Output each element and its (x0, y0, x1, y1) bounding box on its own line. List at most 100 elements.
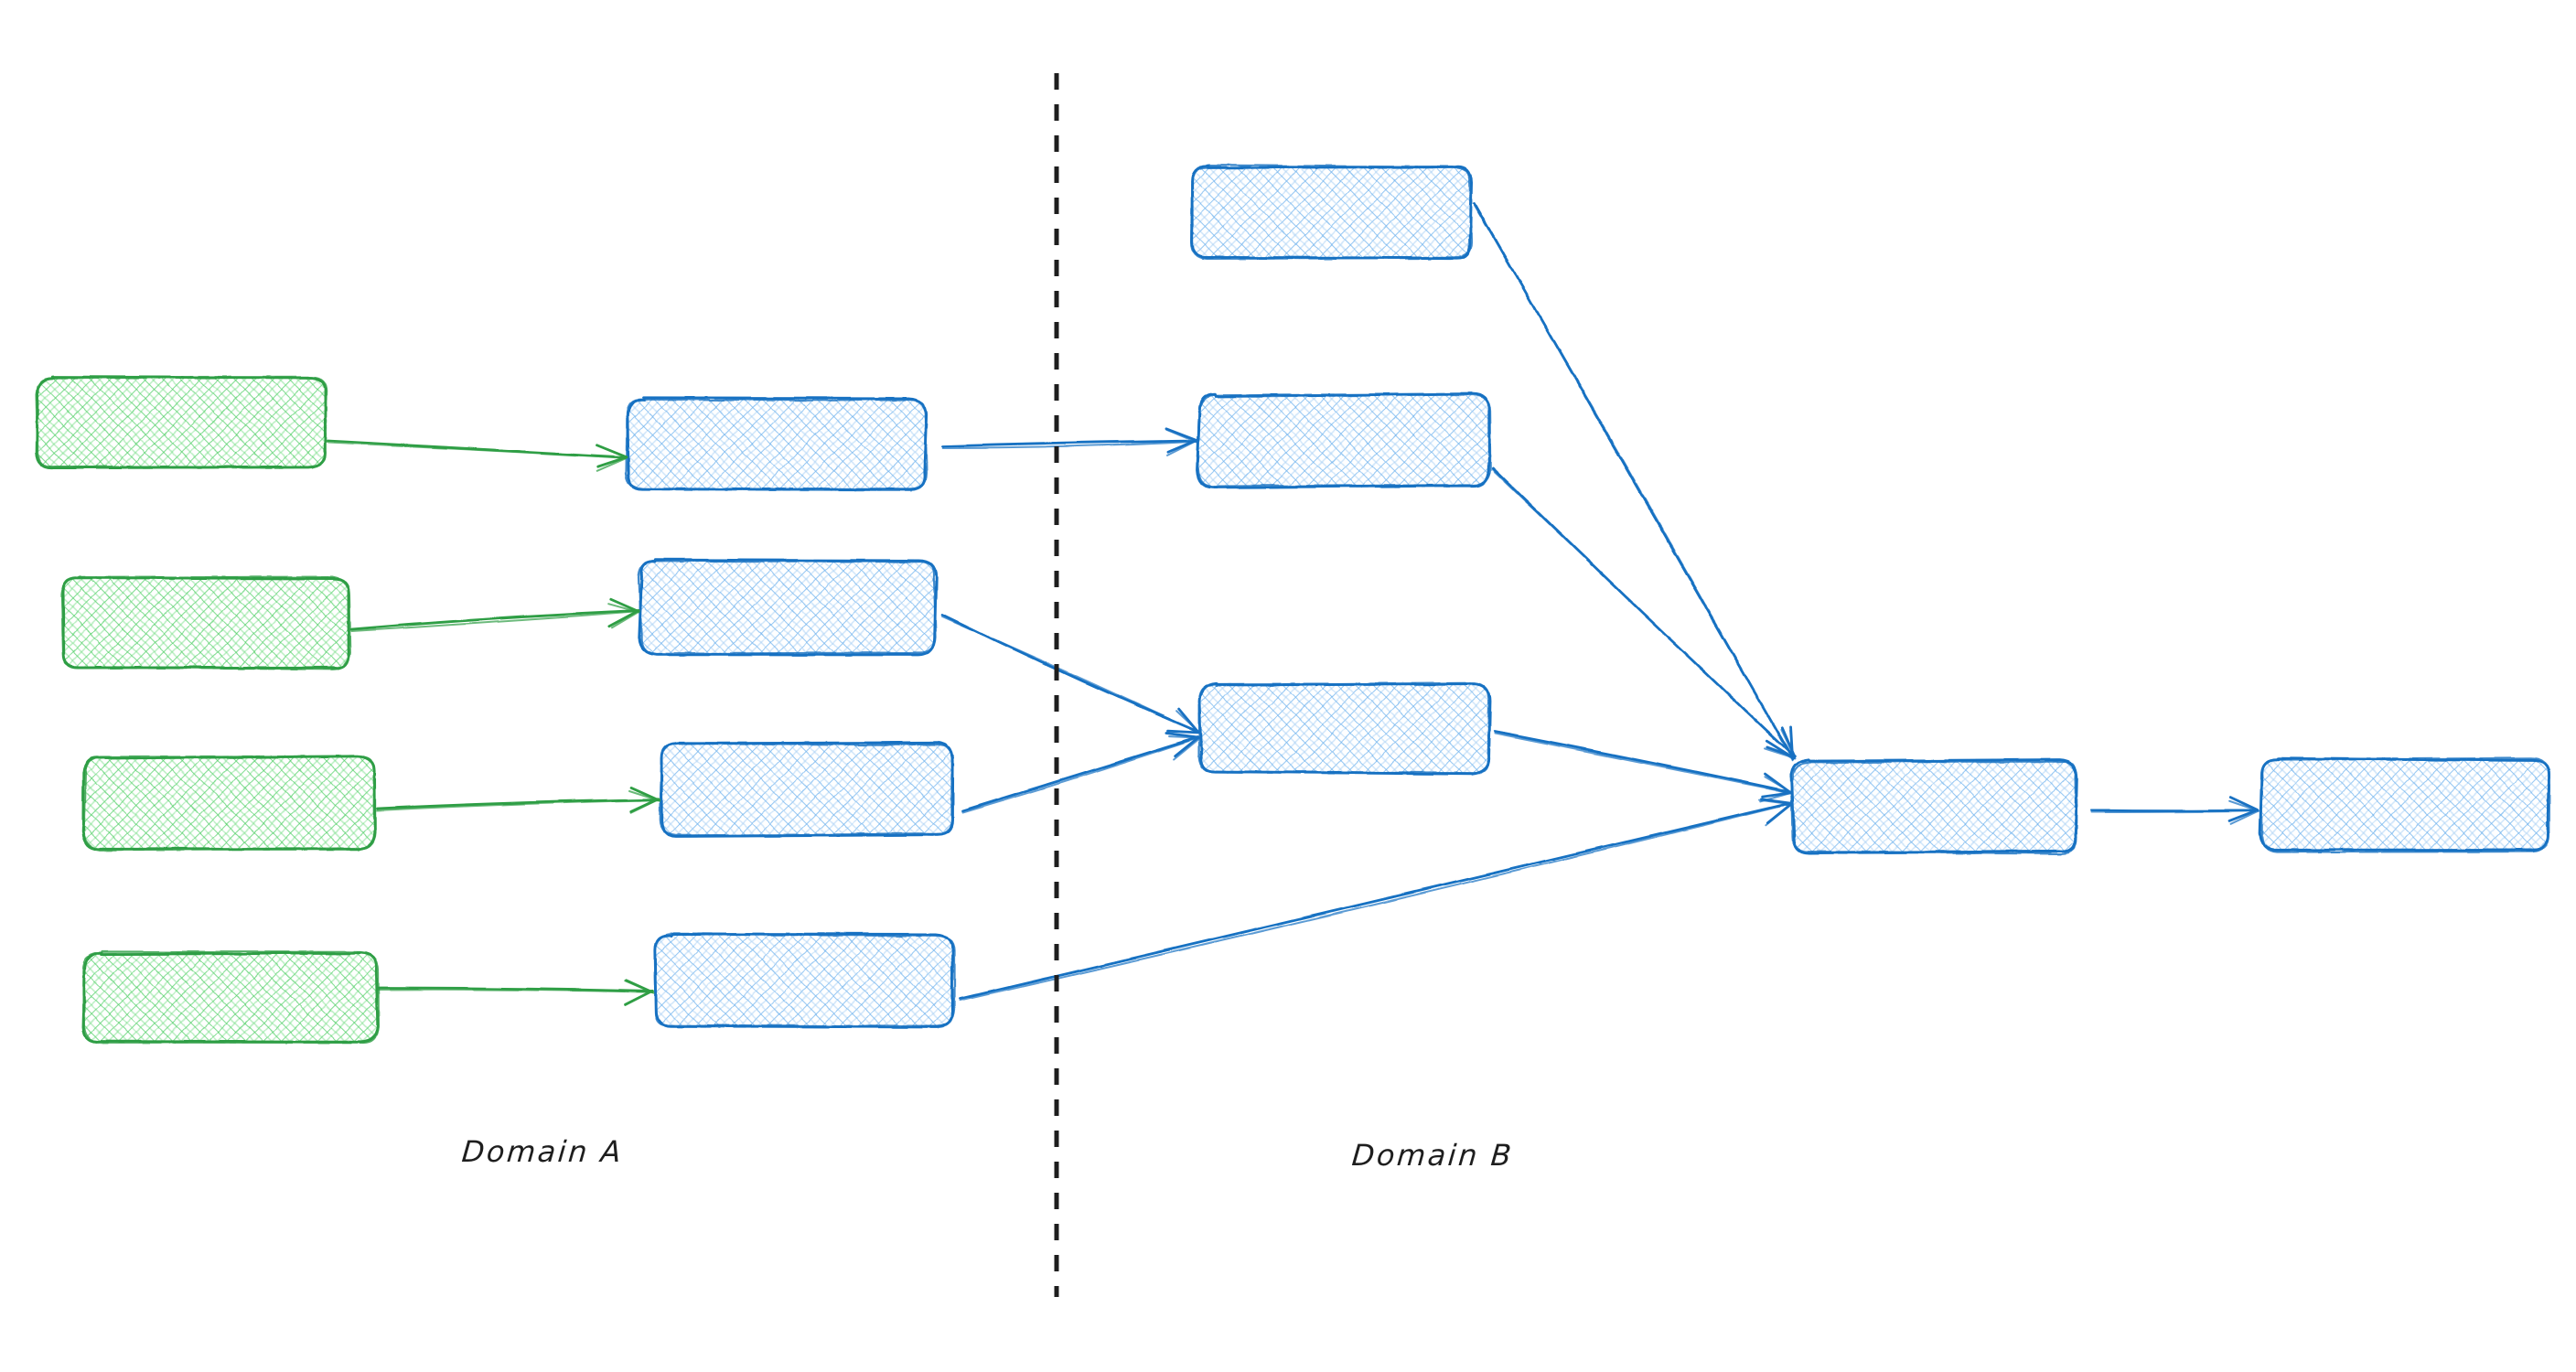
node-b1[interactable] (625, 396, 928, 491)
node-a2[interactable] (60, 575, 352, 670)
edge-arrowhead (1175, 710, 1200, 734)
node-b4[interactable] (653, 932, 956, 1029)
node-fill-hatch (37, 377, 327, 468)
edge-arrowhead (2229, 809, 2259, 825)
edge-c2-d1[interactable] (1491, 466, 1797, 760)
node-outline (1197, 681, 1491, 774)
edge-shaft (350, 610, 639, 632)
edge-arrowhead (1766, 745, 1796, 758)
edge-shaft (961, 735, 1200, 812)
edge-arrowhead (624, 990, 653, 1007)
edge-arrowhead (596, 444, 628, 459)
edge-a2-b2[interactable] (349, 597, 640, 632)
domain-a-label: Domain A (460, 1134, 625, 1169)
edge-shaft (1474, 204, 1794, 761)
edge-shaft (1494, 733, 1792, 794)
edge-a4-b4[interactable] (377, 979, 655, 1007)
node-a1[interactable] (35, 375, 327, 469)
edge-a3-b3[interactable] (375, 787, 661, 814)
edge-c3-d1[interactable] (1493, 730, 1794, 803)
node-fill-hatch (1199, 683, 1490, 773)
node-fill-hatch (83, 756, 376, 850)
edge-shaft (2090, 809, 2259, 813)
node-fill-hatch (83, 952, 378, 1044)
edge-shaft (327, 442, 627, 459)
edge-arrowhead (1174, 735, 1200, 758)
edge-arrowhead (1764, 747, 1796, 759)
node-outline (659, 742, 954, 837)
node-outline (82, 950, 380, 1045)
edge-arrowhead (1764, 776, 1793, 794)
edge-shaft (959, 801, 1793, 1001)
node-c1[interactable] (1190, 164, 1473, 261)
node-outline (82, 756, 377, 852)
edge-arrowhead (1173, 737, 1201, 761)
edge-a1-b1[interactable] (326, 439, 628, 472)
edge-shaft (940, 439, 1198, 448)
nodes-layer (35, 164, 2550, 1045)
edge-c1-d1[interactable] (1473, 201, 1796, 762)
node-fill-hatch (1792, 760, 2077, 852)
edge-b3-c3[interactable] (961, 732, 1201, 813)
edge-shaft (960, 802, 1792, 1002)
edge-arrowhead (1765, 803, 1792, 827)
edge-b4-d1[interactable] (959, 798, 1794, 1002)
edge-arrowhead (1166, 439, 1197, 456)
edges-layer (326, 201, 2260, 1007)
edge-arrowhead (596, 456, 628, 468)
edge-arrowhead (607, 603, 640, 614)
edge-b2-c3[interactable] (940, 613, 1201, 734)
node-fill-hatch (1198, 394, 1490, 488)
node-fill-hatch (1190, 166, 1471, 258)
edge-shaft (378, 988, 654, 993)
edge-shaft (1493, 730, 1793, 794)
edge-arrowhead (624, 980, 655, 994)
edge-arrowhead (609, 597, 639, 613)
node-fill-hatch (639, 560, 936, 655)
edge-arrowhead (2227, 809, 2259, 822)
edge-arrowhead (629, 787, 660, 801)
edge-arrowhead (628, 790, 661, 802)
edge-arrowhead (607, 609, 640, 628)
node-outline (653, 932, 956, 1029)
node-outline (2259, 756, 2549, 853)
edge-b1-c2[interactable] (940, 427, 1198, 456)
node-c2[interactable] (1196, 392, 1492, 489)
node-a4[interactable] (81, 950, 380, 1045)
edge-arrowhead (2228, 799, 2260, 812)
edge-shaft (941, 440, 1197, 450)
node-outline (35, 376, 327, 469)
node-fill-hatch (654, 934, 954, 1026)
edge-arrowhead (610, 610, 640, 629)
edge-arrowhead (1780, 728, 1797, 760)
edge-arrowhead (1165, 427, 1198, 442)
edge-arrowhead (1168, 735, 1200, 739)
edge-shaft (941, 616, 1199, 734)
node-outline (625, 398, 928, 491)
edge-shaft (961, 736, 1199, 813)
node-fill-hatch (627, 398, 926, 490)
node-a3[interactable] (81, 755, 377, 852)
node-fill-hatch (2260, 758, 2549, 852)
edge-arrowhead (596, 457, 627, 472)
edge-shaft (349, 609, 640, 631)
node-outline (1790, 760, 2078, 854)
node-b3[interactable] (659, 741, 955, 838)
edge-arrowhead (1759, 791, 1792, 803)
edge-d1-e1[interactable] (2089, 796, 2260, 825)
node-outline (1190, 164, 1473, 261)
domain-b-label: Domain B (1350, 1138, 1515, 1173)
node-e1[interactable] (2259, 756, 2550, 853)
edge-arrowhead (1167, 730, 1199, 734)
node-c3[interactable] (1197, 681, 1492, 776)
edge-shaft (376, 799, 660, 811)
node-outline (60, 575, 352, 670)
edge-arrowhead (2228, 796, 2259, 811)
node-b2[interactable] (638, 558, 938, 657)
edge-arrowhead (629, 798, 660, 814)
node-outline (1196, 393, 1492, 488)
node-fill-hatch (61, 577, 350, 670)
node-d1[interactable] (1790, 758, 2078, 854)
